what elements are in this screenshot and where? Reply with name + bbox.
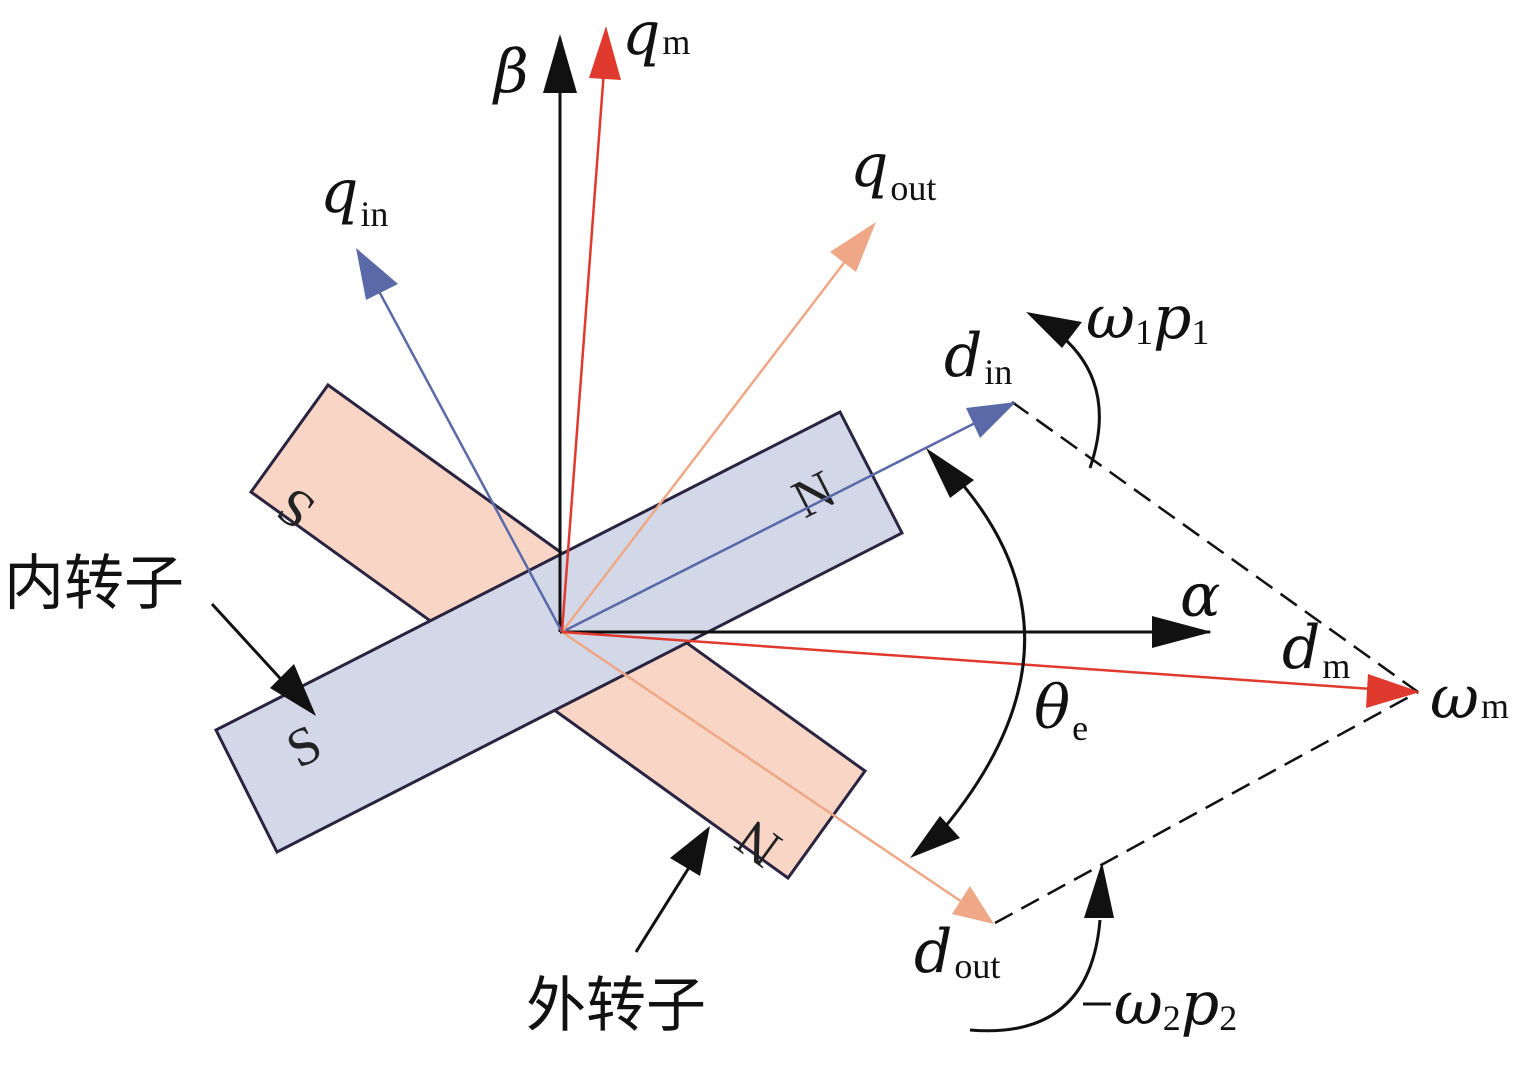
q-out-vector: [561, 254, 851, 633]
d-out-vector: [561, 630, 966, 906]
omega2-rotation-arrowhead: [1084, 862, 1114, 918]
dashed-dout-to-omega: [994, 690, 1419, 925]
alpha-axis-arrowhead: [1152, 616, 1212, 648]
theta-e-arrowhead-bottom: [910, 816, 960, 858]
omega1-rotation-arrowhead: [1026, 312, 1082, 348]
q-m-vector: [560, 69, 606, 633]
omega2-rotation-arc: [969, 919, 1102, 1033]
q-out-arrowhead: [830, 222, 876, 272]
omega-m-label: ωm: [1430, 663, 1509, 733]
omega1-rotation-arc: [1053, 328, 1101, 469]
q-in-arrowhead: [356, 248, 398, 300]
q-m-arrowhead: [589, 26, 621, 80]
inner-rotor-pointer-head: [270, 664, 316, 716]
d-m-arrowhead: [1366, 674, 1420, 708]
d-in-arrowhead: [966, 402, 1016, 438]
omega2-p2-label: −ω2p2: [1080, 969, 1237, 1039]
alpha-label: α: [1180, 561, 1221, 631]
d-m-vector: [561, 630, 1373, 691]
theta-e-label: θe: [1034, 673, 1088, 748]
q-in-vector: [372, 281, 564, 633]
inner-rotor-label: 内转子: [4, 549, 184, 619]
d-out-label: dout: [914, 917, 1000, 987]
omega1-p1-label: ω1p1: [1086, 283, 1209, 353]
d-in-vector: [561, 416, 986, 634]
theta-e-arrowhead-top: [926, 448, 974, 498]
q-out-label: qout: [850, 131, 936, 208]
outer-rotor-label: 外转子: [526, 971, 706, 1041]
q-in-label: qin: [320, 157, 388, 234]
q-m-label: qm: [622, 0, 690, 69]
beta-axis-arrowhead: [543, 34, 577, 93]
d-m-label: dm: [1282, 613, 1350, 686]
d-in-label: din: [944, 321, 1012, 392]
beta-label: β: [492, 37, 529, 107]
outer-rotor-pointer-head: [670, 826, 710, 876]
theta-e-arc: [932, 466, 1026, 841]
d-out-arrowhead: [952, 886, 994, 924]
dashed-din-to-omega: [1011, 400, 1419, 694]
